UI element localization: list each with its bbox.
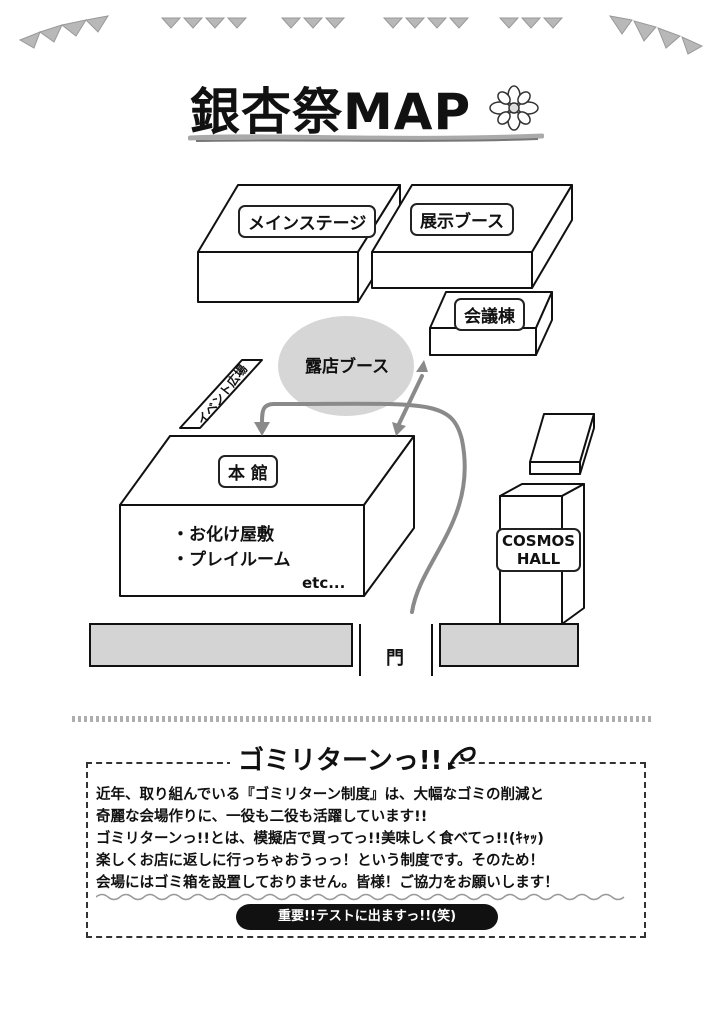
section-divider: [72, 716, 654, 722]
info-line: 会場にはゴミ箱を設置しておりません。皆様！ご協力をお願いします！: [96, 875, 559, 891]
cosmos-hall-label-line2: HALL: [516, 550, 561, 568]
front-wall-left: [89, 623, 353, 667]
campus-map: [89, 184, 595, 676]
main-building-item: ・お化け屋敷: [172, 525, 274, 545]
flower-icon: [489, 85, 539, 131]
front-wall-right: [439, 623, 579, 667]
swirl-arrow-icon: [448, 746, 476, 770]
exhibit-booth-label: 展示ブース: [410, 203, 515, 236]
page-title: 銀杏祭MAP: [190, 83, 472, 141]
info-line: 近年、取り組んでいる『ゴミリターン制度』は、大幅なゴミの削減と: [96, 787, 545, 803]
title-underline: [188, 133, 544, 142]
main-building-item: ・プレイルーム: [172, 550, 291, 570]
cosmos-hall-label: COSMOS HALL: [496, 528, 582, 572]
notice-banner: 重要!!テストに出ますっ!!(笑): [236, 904, 498, 930]
food-stall-area: [278, 316, 414, 416]
main-building-label: 本 館: [218, 455, 278, 488]
conference-building-label: 会議棟: [454, 298, 525, 331]
food-stall-booth-label: 露店ブース: [305, 357, 390, 377]
gate-label: 門: [386, 648, 404, 669]
info-line: ゴミリターンっ!!とは、模擬店で買ってっ!!美味しく食べてっ!!(ｷｬｯ): [96, 831, 544, 847]
route-path: [260, 401, 467, 614]
main-building-etc: etc...: [302, 574, 346, 592]
info-line: 楽しくお店に返しに行っちゃおうっっ！という制度です。そのため！: [96, 853, 545, 869]
cosmos-hall-label-line1: COSMOS: [502, 532, 576, 550]
info-body: 近年、取り組んでいる『ゴミリターン制度』は、大幅なゴミの削減と 奇麗な会場作りに…: [96, 784, 636, 894]
info-heading: ゴミリターンっ!!: [230, 740, 451, 777]
route-path-diagonal: [396, 374, 424, 428]
bunting-decoration: [18, 15, 704, 55]
wavy-divider: [96, 893, 625, 901]
info-line: 奇麗な会場作りに、一役も二役も活躍しています!!: [96, 809, 428, 825]
event-plaza-area: [179, 359, 263, 429]
main-stage-label: メインステージ: [238, 205, 377, 238]
